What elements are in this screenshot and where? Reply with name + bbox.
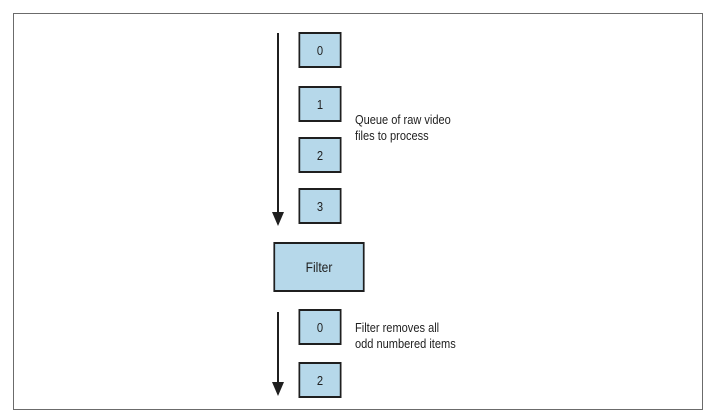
- queue-item-2-label: 2: [316, 147, 324, 163]
- filter-label: Filter: [305, 259, 333, 275]
- queue-item-3: 3: [298, 188, 342, 224]
- output-caption: Filter removes all odd numbered items: [355, 320, 456, 352]
- output-item-0-label: 0: [316, 319, 324, 335]
- queue-item-3-label: 3: [316, 198, 324, 214]
- output-item-2-label: 2: [316, 372, 324, 388]
- queue-arrow-head: [272, 212, 284, 226]
- output-arrow-head: [272, 382, 284, 396]
- queue-caption-line2: files to process: [355, 128, 429, 143]
- filter-box: Filter: [273, 242, 365, 292]
- diagram-frame: [13, 13, 703, 410]
- queue-item-0-label: 0: [316, 42, 324, 58]
- output-item-2: 2: [298, 362, 342, 398]
- queue-item-0: 0: [298, 32, 342, 68]
- queue-item-1: 1: [298, 86, 342, 122]
- output-caption-line1: Filter removes all: [355, 320, 440, 335]
- output-item-0: 0: [298, 309, 342, 345]
- queue-item-1-label: 1: [316, 96, 324, 112]
- output-caption-line2: odd numbered items: [355, 336, 456, 351]
- queue-caption-line1: Queue of raw video: [355, 112, 451, 127]
- queue-caption: Queue of raw video files to process: [355, 112, 451, 144]
- queue-item-2: 2: [298, 137, 342, 173]
